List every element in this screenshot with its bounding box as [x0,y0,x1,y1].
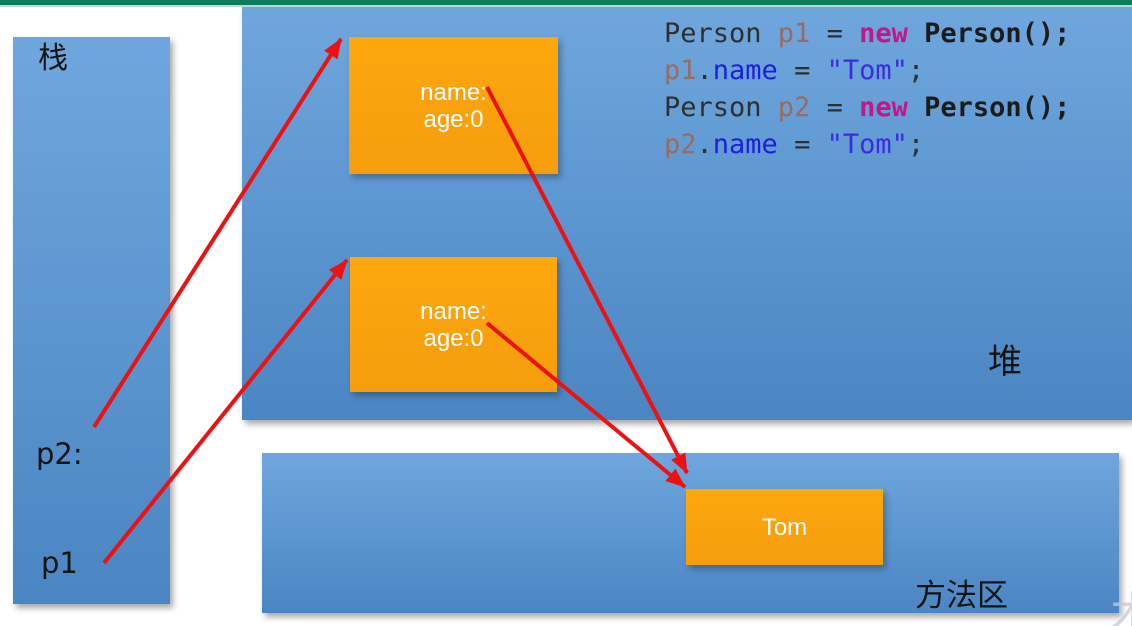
code-line: p1.name = "Tom"; [664,55,925,86]
slide-top-border-light [0,5,1132,7]
heap-object-1-box: name: age:0 [349,37,558,174]
object1-name-field: name: [420,78,487,106]
stack-region-label: 栈 [38,41,68,76]
method-area-region-label: 方法区 [915,578,1008,614]
string-constant-box: Tom [686,489,883,565]
slide-top-border-dark [0,0,1132,5]
code-line: Person p2 = new Person(); [664,92,1071,123]
java-code-snippet: Person p1 = new Person(); p1.name = "Tom"… [664,15,1070,163]
heap-object-2-box: name: age:0 [350,257,557,392]
code-line: p2.name = "Tom"; [664,129,925,160]
stack-variable-p2-label: p2: [36,437,83,471]
stack-variable-p1-label: p1 [41,546,78,580]
string-constant-value: Tom [761,513,808,541]
watermark-fragment: 木 [1110,578,1132,626]
code-line: Person p1 = new Person(); [664,18,1071,49]
object2-age-field: age:0 [423,324,484,352]
heap-region-label: 堆 [988,342,1022,382]
object2-name-field: name: [420,297,487,325]
object1-age-field: age:0 [423,105,484,133]
stack-region-box [13,37,170,604]
